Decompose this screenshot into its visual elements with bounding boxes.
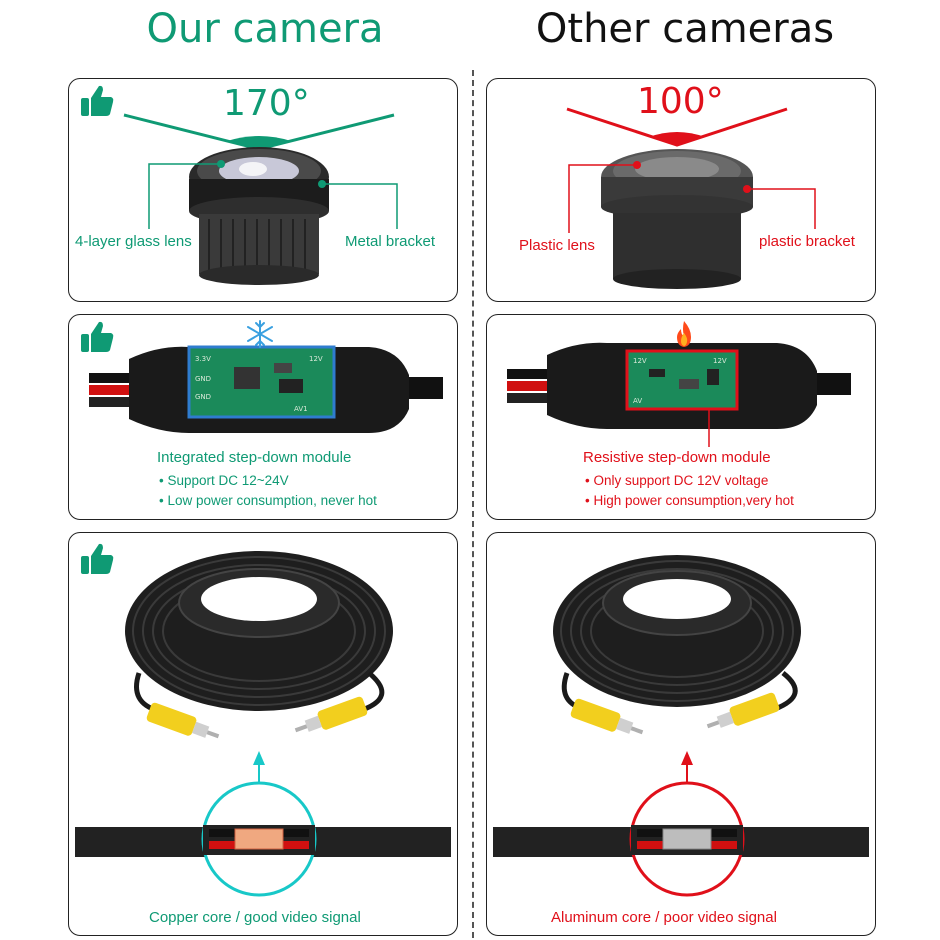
- fire-icon: [677, 321, 691, 347]
- svg-text:GND: GND: [195, 393, 211, 401]
- our-cable-illustration: [75, 551, 451, 897]
- svg-text:AV1: AV1: [294, 405, 308, 413]
- other-bracket-label: plastic bracket: [759, 233, 855, 250]
- svg-text:12V: 12V: [633, 357, 647, 365]
- other-module-illustration: 12V 12V AV: [507, 342, 851, 447]
- other-module-bullet-2: • High power consumption,very hot: [585, 493, 794, 508]
- other-cameras-header: Other cameras: [535, 6, 835, 52]
- other-lens-illustration: [566, 107, 816, 289]
- our-camera-header: Our camera: [146, 6, 384, 52]
- our-cable-caption: Copper core / good video signal: [149, 909, 361, 926]
- our-lens-panel: 170° 4-layer glass lens Metal bracket: [68, 78, 458, 302]
- other-cable-panel: Aluminum core / poor video signal: [486, 532, 876, 936]
- our-module-title: Integrated step-down module: [157, 449, 352, 466]
- center-divider: [472, 70, 474, 938]
- other-module-title: Resistive step-down module: [583, 449, 771, 466]
- svg-text:3.3V: 3.3V: [195, 355, 211, 363]
- svg-text:12V: 12V: [309, 355, 323, 363]
- our-bracket-label: Metal bracket: [345, 233, 436, 250]
- our-cable-panel: Copper core / good video signal: [68, 532, 458, 936]
- svg-text:12V: 12V: [713, 357, 727, 365]
- other-module-bullet-1: • Only support DC 12V voltage: [585, 473, 769, 488]
- thumbs-up-icon: [81, 85, 114, 116]
- other-module-panel: 12V 12V AV Resistive step-down module • On…: [486, 314, 876, 520]
- snowflake-icon: [247, 320, 273, 348]
- other-lens-panel: 100° Plastic lens plastic bracket: [486, 78, 876, 302]
- svg-text:AV: AV: [633, 397, 642, 405]
- our-viewing-angle: 170°: [223, 83, 310, 124]
- our-lens-illustration: [123, 113, 398, 285]
- thumbs-up-icon: [81, 543, 114, 574]
- our-module-panel: 3.3V GND GND 12V AV1 Integrated step-down m…: [68, 314, 458, 520]
- other-viewing-angle: 100°: [637, 81, 724, 122]
- svg-text:GND: GND: [195, 375, 211, 383]
- thumbs-up-icon: [81, 321, 114, 352]
- other-cable-illustration: [493, 555, 869, 897]
- other-lens-label: Plastic lens: [519, 237, 595, 254]
- our-module-bullet-2: • Low power consumption, never hot: [159, 493, 377, 508]
- our-module-bullet-1: • Support DC 12~24V: [159, 473, 289, 488]
- our-lens-label: 4-layer glass lens: [75, 233, 192, 250]
- our-module-illustration: 3.3V GND GND 12V AV1: [89, 345, 443, 433]
- other-cable-caption: Aluminum core / poor video signal: [551, 909, 777, 926]
